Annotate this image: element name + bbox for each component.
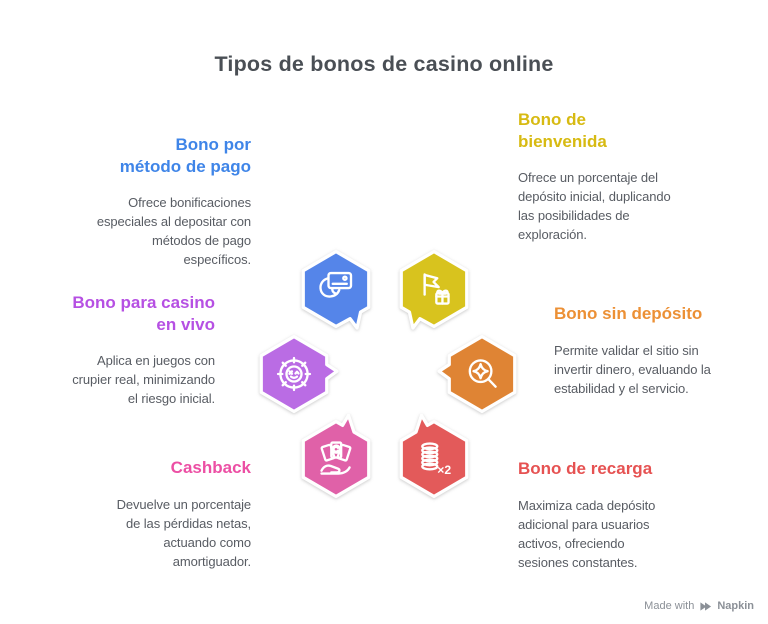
section-description-cashback: Devuelve un porcentaje de las pérdidas n… bbox=[116, 496, 251, 569]
hand-money-icon bbox=[320, 441, 352, 475]
watermark: Made with Napkin bbox=[644, 599, 754, 613]
section-heading-bono-casino-en-vivo: Bono para casino en vivo bbox=[72, 293, 215, 334]
section-heading-bono-metodo-pago: Bono por método de pago bbox=[119, 135, 251, 176]
section-bono-recarga: Bono de recarga Maximiza cada depósito a… bbox=[518, 458, 678, 572]
section-description-bono-casino-en-vivo: Aplica en juegos con crupier real, minim… bbox=[72, 353, 215, 406]
watermark-text: Made with bbox=[644, 600, 695, 612]
napkin-logo-icon bbox=[700, 601, 712, 611]
hexagon-shape bbox=[301, 413, 371, 499]
hexagon-shape bbox=[399, 249, 469, 330]
roulette-icon bbox=[276, 356, 312, 392]
section-bono-casino-en-vivo: Bono para casino en vivo Aplica en juego… bbox=[65, 292, 215, 408]
section-bono-metodo-pago: Bono por método de pago Ofrece bonificac… bbox=[91, 134, 251, 269]
section-cashback: Cashback Devuelve un porcentaje de las p… bbox=[101, 457, 251, 571]
section-heading-bono-bienvenida: Bono de bienvenida bbox=[518, 110, 607, 151]
hand-card-icon bbox=[319, 271, 353, 298]
hexagon-shape bbox=[301, 249, 371, 330]
watermark-brand: Napkin bbox=[717, 600, 754, 612]
hexagon-cashback bbox=[297, 413, 375, 500]
section-bono-bienvenida: Bono de bienvenida Ofrece un porcentaje … bbox=[518, 109, 682, 244]
section-heading-bono-sin-deposito: Bono sin depósito bbox=[554, 304, 703, 323]
magnifier-sparkle-icon bbox=[468, 359, 497, 388]
section-description-bono-sin-deposito: Permite validar el sitio sin invertir di… bbox=[554, 342, 711, 396]
page-title: Tipos de bonos de casino online bbox=[214, 52, 554, 76]
coins-multiplier-label: ×2 bbox=[437, 463, 451, 477]
section-bono-sin-deposito: Bono sin depósito Permite validar el sit… bbox=[554, 303, 714, 398]
hexagon-bono-recarga: ×2 bbox=[395, 413, 473, 500]
flag-gift-icon bbox=[423, 273, 450, 305]
section-description-bono-recarga: Maximiza cada depósito adicional para us… bbox=[518, 497, 656, 570]
section-heading-cashback: Cashback bbox=[170, 458, 251, 477]
coins-x2-icon: ×2 bbox=[421, 442, 451, 477]
hexagon-bono-bienvenida bbox=[395, 248, 473, 330]
section-heading-bono-recarga: Bono de recarga bbox=[518, 459, 653, 478]
hexagon-bono-metodo-pago bbox=[297, 248, 375, 330]
hexagon-bono-sin-deposito bbox=[437, 333, 521, 415]
hexagon-bono-casino-en-vivo bbox=[255, 333, 339, 415]
section-description-bono-metodo-pago: Ofrece bonificaciones especiales al depo… bbox=[96, 195, 251, 267]
section-description-bono-bienvenida: Ofrece un porcentaje del depósito inicia… bbox=[518, 170, 671, 242]
